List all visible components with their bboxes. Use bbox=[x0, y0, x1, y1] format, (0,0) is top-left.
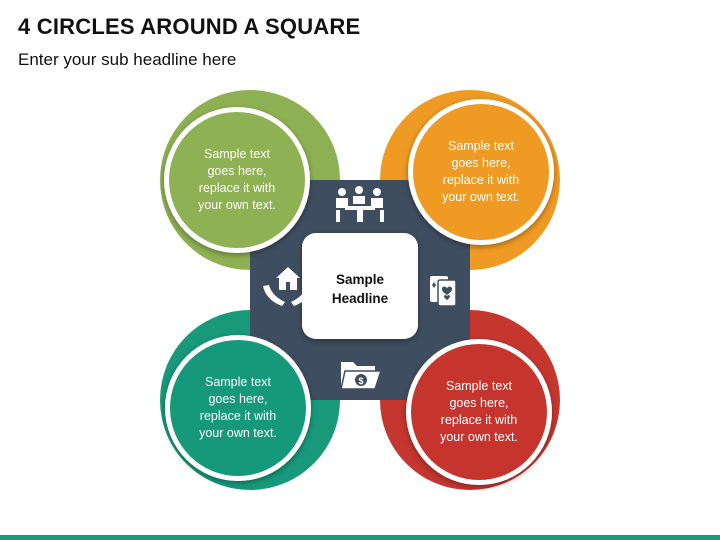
circle-text-line: Sample text bbox=[445, 379, 512, 393]
svg-text:$: $ bbox=[358, 376, 363, 386]
center-headline-line: Headline bbox=[331, 291, 389, 306]
money-folder-icon: $ bbox=[340, 362, 383, 390]
circle-text-line: your own text. bbox=[199, 426, 277, 440]
circle-text-line: your own text. bbox=[442, 190, 520, 204]
circle-text-line: Sample text bbox=[447, 139, 514, 153]
circle-text-line: goes here, bbox=[451, 156, 511, 170]
center-box bbox=[302, 233, 418, 339]
circle-text-line: replace it with bbox=[440, 413, 518, 427]
inner-circle-bottom-left bbox=[165, 335, 311, 481]
inner-circle-top-left bbox=[164, 107, 310, 253]
circle-text-line: replace it with bbox=[442, 173, 520, 187]
circle-text-line: replace it with bbox=[198, 181, 276, 195]
inner-circle-top-right bbox=[408, 99, 554, 245]
center-headline: Sample Headline bbox=[305, 270, 415, 308]
circle-text-line: Sample text bbox=[203, 147, 270, 161]
circle-text-line: replace it with bbox=[199, 409, 277, 423]
circle-text-bottom-right: Sample text goes here, replace it with y… bbox=[424, 378, 534, 446]
slide-title: 4 CIRCLES AROUND A SQUARE bbox=[18, 14, 361, 39]
inner-circle-bottom-right bbox=[406, 339, 552, 485]
circle-text-line: your own text. bbox=[198, 198, 276, 212]
bottom-accent-bar bbox=[0, 535, 720, 540]
meeting-icon bbox=[336, 186, 384, 222]
slide-subtitle: Enter your sub headline here bbox=[18, 50, 237, 69]
circle-text-line: goes here, bbox=[208, 392, 268, 406]
circle-text-bottom-left: Sample text goes here, replace it with y… bbox=[183, 374, 293, 442]
circle-text-line: Sample text bbox=[204, 375, 271, 389]
playing-cards-icon bbox=[430, 276, 457, 307]
center-headline-line: Sample bbox=[335, 272, 385, 287]
house-hands-icon bbox=[263, 267, 313, 306]
circle-text-line: goes here, bbox=[449, 396, 509, 410]
circle-text-line: your own text. bbox=[440, 430, 518, 444]
circle-text-line: goes here, bbox=[207, 164, 267, 178]
circle-text-top-right: Sample text goes here, replace it with y… bbox=[426, 138, 536, 206]
circle-text-top-left: Sample text goes here, replace it with y… bbox=[182, 146, 292, 214]
